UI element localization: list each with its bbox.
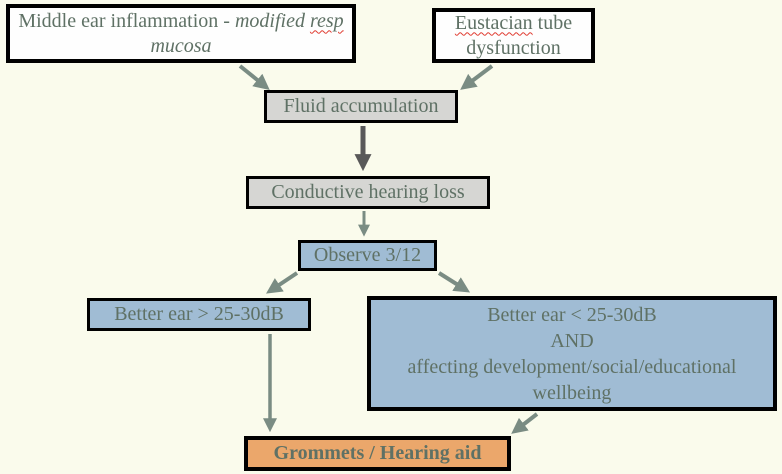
node-eustacian-rest-text: tube dysfunction [466,11,573,59]
node-conductive-hearing-loss: Conductive hearing loss [246,176,490,209]
node-better-ear-severe-line-4: wellbeing [532,381,612,404]
node-observe-3-12: Observe 3/12 [298,240,437,271]
node-middle-ear-italic-text: modified [234,9,310,32]
node-conductive-label: Conductive hearing loss [271,181,465,203]
node-better-ear-severe-line-2: AND [550,329,594,352]
node-middle-ear-italic-tail: mucosa [150,34,212,57]
node-fluid-accumulation: Fluid accumulation [264,90,458,123]
node-grommets-hearing-aid: Grommets / Hearing aid [244,436,511,471]
node-better-ear-mild-label: Better ear > 25-30dB [114,303,284,325]
node-observe-label: Observe 3/12 [313,244,422,266]
node-better-ear-severe: Better ear < 25-30dB AND affecting devel… [367,296,777,411]
arrow-better-severe-to-treatment [511,412,539,434]
node-better-ear-severe-line-1: Better ear < 25-30dB [487,303,657,326]
arrow-eustacian-to-fluid [460,64,494,90]
node-middle-ear-misspelled-word: resp [309,9,344,32]
arrow-observe-to-better-severe [437,271,471,293]
arrow-observe-to-better-mild [266,271,299,294]
node-middle-ear-plain-text: Middle ear inflammation - [18,9,235,32]
node-better-ear-mild: Better ear > 25-30dB [87,298,311,331]
node-fluid-label: Fluid accumulation [283,95,439,117]
node-eustacian-tube-dysfunction: Eustacian tube dysfunction [432,8,595,63]
node-middle-ear-inflammation: Middle ear inflammation - modified resp … [6,4,356,63]
node-eustacian-misspelled-word: Eustacian [454,11,533,34]
arrow-middle-ear-to-fluid [238,64,270,91]
node-treatment-label: Grommets / Hearing aid [273,442,482,464]
node-eustacian-text: Eustacian tube dysfunction [436,11,591,61]
node-better-ear-severe-text: Better ear < 25-30dB AND affecting devel… [408,302,737,406]
node-better-ear-severe-line-3: affecting development/social/educational [407,355,737,378]
node-middle-ear-text: Middle ear inflammation - modified resp … [10,9,352,59]
